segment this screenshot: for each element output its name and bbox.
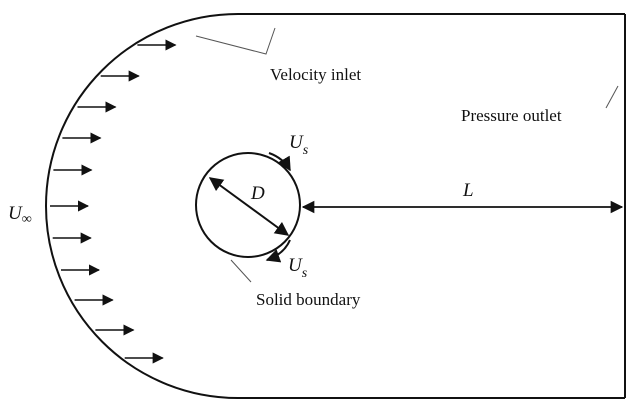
pressure-outlet-leader bbox=[605, 85, 619, 109]
cylinder bbox=[195, 152, 301, 258]
surface-velocity-symbol-bottom: U bbox=[288, 255, 303, 276]
surface-velocity-symbol-top: U bbox=[289, 132, 304, 153]
inlet-velocity-arrows bbox=[50, 39, 177, 364]
surface-velocity-label-bottom: Us bbox=[288, 255, 308, 281]
diameter-arrow bbox=[208, 177, 290, 236]
surface-velocity-subscript-bottom: s bbox=[302, 266, 308, 281]
surface-velocity-label-top: Us bbox=[289, 132, 309, 158]
pressure-outlet-label: Pressure outlet bbox=[461, 106, 562, 125]
free-stream-subscript: ∞ bbox=[22, 212, 32, 227]
free-stream-symbol: U bbox=[8, 203, 23, 224]
solid-boundary-label: Solid boundary bbox=[256, 290, 361, 309]
velocity-inlet-label: Velocity inlet bbox=[270, 65, 361, 84]
velocity-inlet-leader bbox=[195, 27, 276, 55]
length-label: L bbox=[462, 180, 474, 201]
free-stream-velocity-label: U∞ bbox=[8, 203, 32, 227]
diameter-label: D bbox=[250, 183, 265, 204]
surface-velocity-arrow-bottom bbox=[265, 239, 291, 263]
surface-velocity-subscript-top: s bbox=[303, 143, 309, 158]
solid-boundary-leader bbox=[230, 259, 252, 283]
surface-velocity-arrow-top bbox=[268, 152, 291, 172]
domain-boundary bbox=[45, 13, 625, 399]
